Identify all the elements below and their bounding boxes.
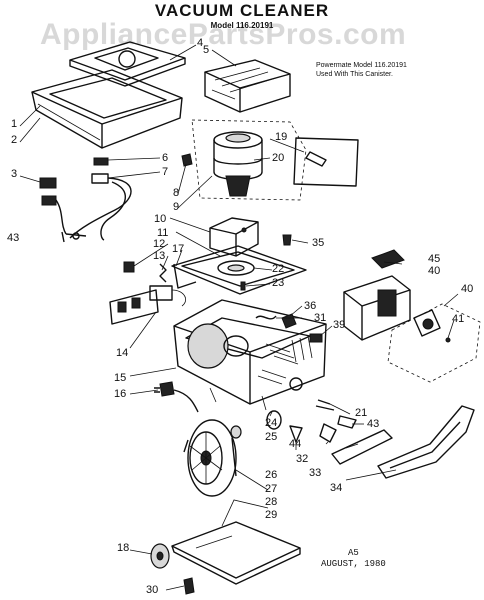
callout-2: 2 <box>11 134 18 146</box>
callout-34: 34 <box>330 482 343 494</box>
callout-19: 19 <box>275 131 288 143</box>
handle-part <box>377 405 475 479</box>
spring-clip-part <box>315 399 335 411</box>
callout-14: 14 <box>116 347 129 359</box>
callout-5: 5 <box>203 44 210 56</box>
pin-part <box>240 281 246 291</box>
callout-30: 30 <box>146 584 159 596</box>
bumper-part <box>331 429 393 465</box>
callout-16: 16 <box>114 388 127 400</box>
filter-cover-part <box>69 41 186 87</box>
callout-29: 29 <box>265 509 278 521</box>
callout-36: 36 <box>304 300 317 312</box>
bottom-plate-part <box>171 521 301 585</box>
drawing-footer: A5 AUGUST, 1980 <box>321 548 386 570</box>
motor-outline <box>191 119 307 201</box>
callout-39: 40 <box>428 265 441 277</box>
brush-part <box>305 151 327 167</box>
hinge-part <box>289 425 303 443</box>
callout-17: 17 <box>172 243 185 255</box>
footer-date: AUGUST, 1980 <box>321 559 386 569</box>
callout-10: 10 <box>154 213 167 225</box>
callout-26: 26 <box>265 469 278 481</box>
bracket-part <box>319 423 337 443</box>
bag-holder-part <box>343 275 411 341</box>
callout-6: 6 <box>162 152 169 164</box>
bag-collar-part <box>413 309 451 343</box>
motor-part <box>213 131 263 197</box>
cord-reel-part <box>183 419 237 497</box>
callout-9: 9 <box>173 201 180 213</box>
callout-44: 44 <box>289 438 302 450</box>
callout-12: 12 <box>153 238 166 250</box>
callout-21: 21 <box>355 407 368 419</box>
callout-11: 11 <box>157 227 169 239</box>
callout-7: 7 <box>162 166 169 178</box>
wheel-part <box>266 410 282 430</box>
callout-4: 4 <box>197 37 204 49</box>
latch-lever-part <box>337 415 357 429</box>
callout-35: 35 <box>312 237 325 249</box>
roller-part <box>230 425 242 439</box>
callout-31: 31 <box>314 312 327 324</box>
callout-40: 40 <box>461 283 474 295</box>
callout-32: 32 <box>296 453 309 465</box>
filter-part <box>204 59 291 113</box>
callout-24: 24 <box>265 417 278 429</box>
caster-part <box>183 577 195 595</box>
callout-22: 22 <box>272 263 285 275</box>
callout-42: 43 <box>367 418 380 430</box>
spring-part <box>255 315 277 320</box>
callout-38: 39 <box>333 319 346 331</box>
callout-8: 8 <box>173 187 180 199</box>
note-line-2: Used With This Canister. <box>316 71 393 78</box>
screw-part <box>282 234 292 246</box>
caster-wheel-part <box>150 543 170 569</box>
callout-15: 15 <box>114 372 127 384</box>
filter-pad-part <box>371 249 405 269</box>
leader-lines <box>19 44 459 591</box>
callout-27: 27 <box>265 483 278 495</box>
watermark: AppliancePartsPros.com <box>40 18 407 51</box>
note-line-1: Powermate Model 116.20191 <box>316 62 407 69</box>
gasket-part <box>171 245 307 295</box>
cord-bracket-part <box>173 263 197 289</box>
clamp-part <box>309 333 323 343</box>
callout-41: 41 <box>452 313 465 325</box>
bag-outline <box>387 303 481 383</box>
powermate-note: Powermate Model 116.20191 Used With This… <box>316 61 407 79</box>
callout-25: 25 <box>265 431 278 443</box>
callout-20: 20 <box>272 152 285 164</box>
callout-18: 18 <box>117 542 130 554</box>
diagram-title: VACUUM CLEANER <box>154 1 330 20</box>
callout-33: 33 <box>309 467 322 479</box>
callout-45: 45 <box>428 253 441 265</box>
callout-43: 43 <box>7 232 20 244</box>
footer-code: A5 <box>348 548 359 558</box>
model-line: Model 116.20191 <box>210 21 274 30</box>
callout-3: 3 <box>11 168 18 180</box>
callout-23: 23 <box>272 277 285 289</box>
brush-box-outline <box>293 137 359 187</box>
switch-parts <box>39 157 132 243</box>
canister-lid-part <box>31 69 183 149</box>
canister-body-part <box>173 299 327 411</box>
switch-button-part <box>123 261 135 273</box>
clip-part <box>181 153 193 167</box>
callout-13: 13 <box>153 250 166 262</box>
circuit-board-part <box>109 285 186 325</box>
power-cord-part <box>154 381 199 413</box>
callout-28: 28 <box>265 496 278 508</box>
latch-part <box>281 313 297 329</box>
callout-1: 1 <box>11 118 18 130</box>
